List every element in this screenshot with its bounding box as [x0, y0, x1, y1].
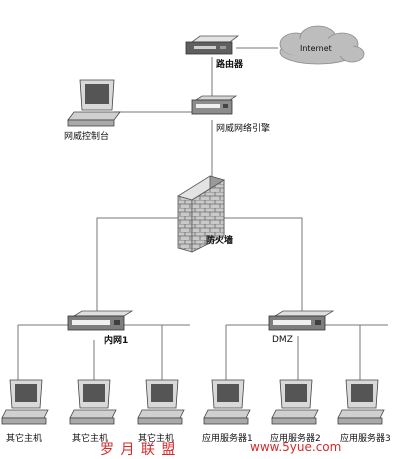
- watermark-text: 罗 月 联 盟: [100, 442, 177, 458]
- network-engine-icon: [191, 95, 238, 115]
- firewall-label: 防火墙: [206, 236, 234, 246]
- console-label: 网威控制台: [64, 132, 110, 142]
- console-computer-icon: [67, 79, 121, 127]
- firewall-icon: [177, 175, 225, 253]
- dmz-label: DMZ: [272, 335, 293, 345]
- app-server-1-icon: [203, 379, 251, 425]
- router-label: 路由器: [216, 60, 244, 70]
- host-computer-2-icon: [69, 379, 117, 425]
- app-server-2-label: 应用服务器2: [270, 434, 321, 444]
- intranet-switch-icon: [67, 310, 134, 331]
- host-1-label: 其它主机: [6, 434, 43, 444]
- host-2-label: 其它主机: [72, 434, 109, 444]
- app-server-3-icon: [337, 379, 385, 425]
- connection-lines: [17, 47, 388, 380]
- app-server-3-label: 应用服务器3: [340, 434, 391, 444]
- internet-cloud-icon: [279, 25, 365, 65]
- intranet-label: 内网1: [104, 336, 129, 346]
- host-3-label: 其它主机: [138, 434, 175, 444]
- host-computer-3-icon: [137, 379, 185, 425]
- app-server-1-label: 应用服务器1: [202, 434, 253, 444]
- host-computer-1-icon: [1, 379, 49, 425]
- watermark-url: www.5yue.com: [250, 440, 342, 454]
- router-icon: [185, 35, 240, 55]
- dmz-switch-icon: [268, 310, 335, 331]
- app-server-2-icon: [271, 379, 319, 425]
- engine-label: 网威网络引擎: [216, 124, 271, 134]
- internet-label: Internet: [300, 44, 332, 53]
